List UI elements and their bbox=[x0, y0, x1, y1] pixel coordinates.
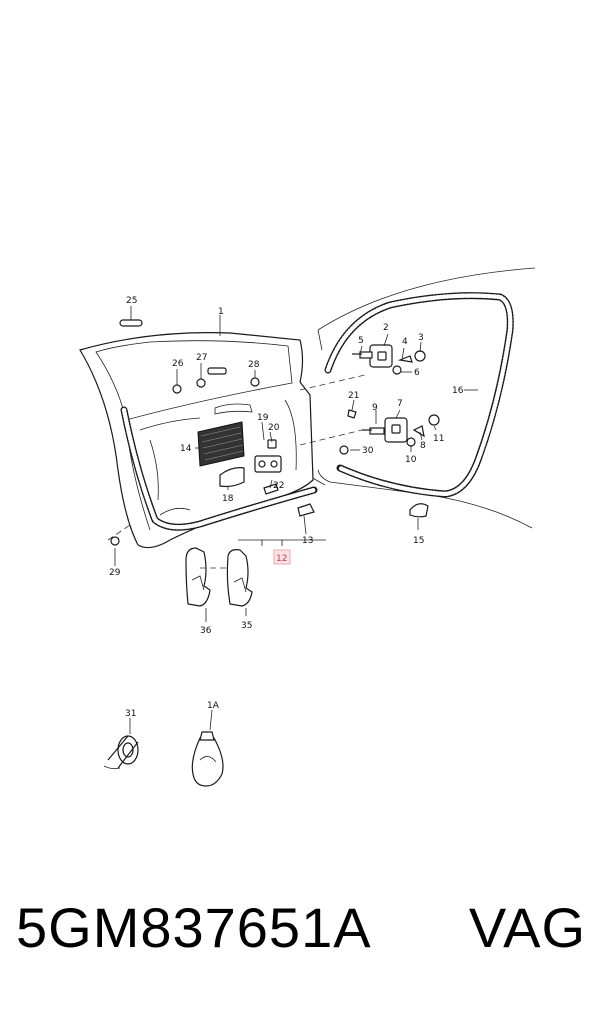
callout-2: 2 bbox=[383, 323, 389, 333]
clip-15 bbox=[409, 503, 429, 518]
grommet-30 bbox=[339, 445, 349, 455]
callout-11: 11 bbox=[433, 434, 444, 444]
callout-6: 6 bbox=[414, 368, 420, 378]
lock-bracket bbox=[254, 439, 282, 495]
callout-29: 29 bbox=[109, 568, 121, 578]
callout-31: 31 bbox=[125, 709, 136, 719]
callout-22: 22 bbox=[273, 481, 284, 491]
cover-cap bbox=[219, 467, 245, 488]
callout-1: 1 bbox=[218, 307, 224, 317]
corner-piece-35 bbox=[226, 549, 253, 607]
leader-lines bbox=[114, 306, 478, 734]
callout-8: 8 bbox=[420, 441, 426, 451]
callout-labels: 1 1A 2 3 4 5 6 7 8 9 10 11 12 13 14 15 1… bbox=[109, 296, 464, 719]
callout-13: 13 bbox=[302, 536, 313, 546]
door-shell bbox=[79, 332, 314, 549]
callout-12-box bbox=[273, 549, 291, 565]
callout-4: 4 bbox=[402, 337, 408, 347]
callout-20: 20 bbox=[268, 423, 280, 433]
callout-10: 10 bbox=[405, 455, 417, 465]
parts-bag bbox=[191, 731, 224, 787]
callout-18: 18 bbox=[222, 494, 234, 504]
corner-piece-36 bbox=[185, 547, 211, 607]
callout-28: 28 bbox=[248, 360, 260, 370]
damping-mat bbox=[197, 421, 245, 467]
callout-14: 14 bbox=[180, 444, 192, 454]
callout-5: 5 bbox=[358, 336, 364, 346]
grommet-28 bbox=[250, 377, 260, 387]
grommet-29 bbox=[110, 536, 120, 546]
callout-36: 36 bbox=[200, 626, 212, 636]
callout-21: 21 bbox=[348, 391, 359, 401]
trim-strip-25 bbox=[119, 319, 143, 327]
clip-13 bbox=[297, 503, 315, 517]
callout-9: 9 bbox=[372, 403, 378, 413]
brand-name: VAG bbox=[468, 896, 586, 959]
callout-16: 16 bbox=[452, 386, 464, 396]
assembly-lines bbox=[107, 374, 366, 569]
callout-3: 3 bbox=[418, 333, 424, 343]
callout-15: 15 bbox=[413, 536, 424, 546]
callout-35: 35 bbox=[241, 621, 252, 631]
tape-roll bbox=[103, 735, 139, 770]
hinge-lower bbox=[347, 409, 440, 447]
callout-27: 27 bbox=[196, 353, 207, 363]
grommet-26 bbox=[172, 384, 182, 394]
body-door-seal bbox=[324, 292, 514, 498]
callout-1a: 1A bbox=[207, 701, 220, 711]
callout-25: 25 bbox=[126, 296, 137, 306]
part-number: 5GM837651A bbox=[16, 896, 372, 959]
hinge-upper bbox=[352, 344, 426, 375]
callout-7: 7 bbox=[397, 399, 403, 409]
door-seal bbox=[120, 406, 318, 531]
callout-19: 19 bbox=[257, 413, 269, 423]
footer: 5GM837651A VAG bbox=[0, 895, 600, 975]
grommet-27 bbox=[196, 378, 206, 388]
callout-30: 30 bbox=[362, 446, 374, 456]
callout-12: 12 bbox=[276, 554, 287, 564]
callout-26: 26 bbox=[172, 359, 184, 369]
